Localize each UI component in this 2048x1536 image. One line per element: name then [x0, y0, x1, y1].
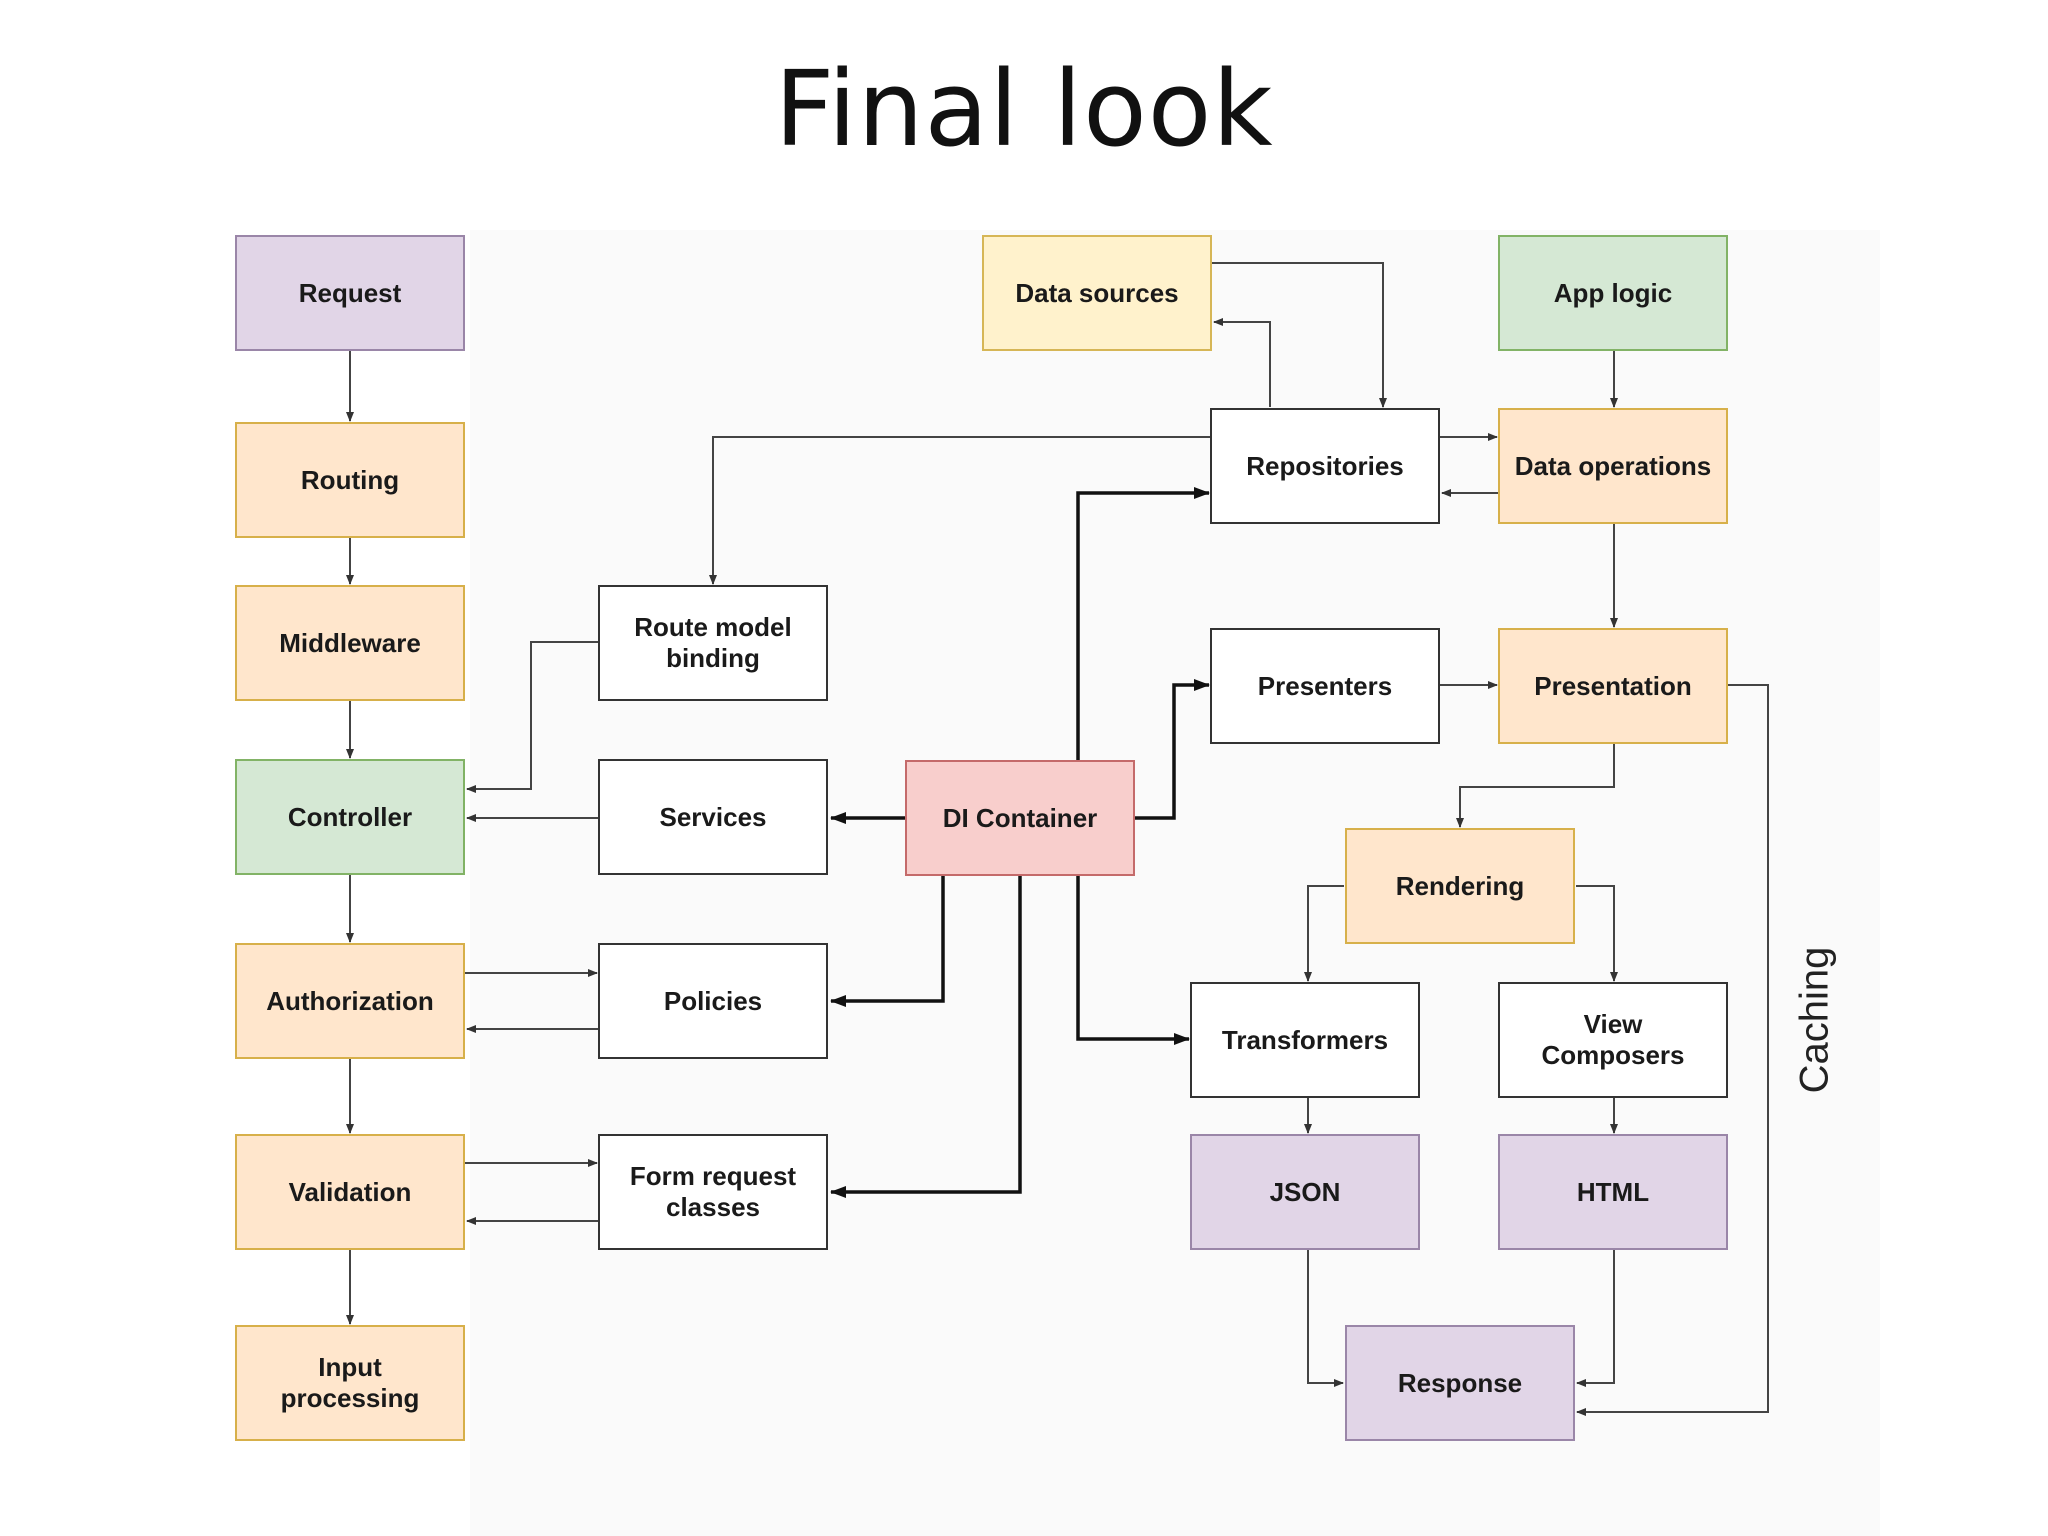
edge-repositories-datasources	[1213, 318, 1271, 407]
node-data-operations: Data operations	[1498, 408, 1728, 524]
edge-di-presenters	[1135, 679, 1210, 820]
node-view-composers: View Composers	[1498, 982, 1728, 1098]
node-middleware: Middleware	[235, 585, 465, 701]
node-form-request-classes: Form request classes	[598, 1134, 828, 1250]
node-repositories: Repositories	[1210, 408, 1440, 524]
edge-di-repositories	[1076, 487, 1210, 760]
node-presentation: Presentation	[1498, 628, 1728, 744]
node-controller: Controller	[235, 759, 465, 875]
edge-datasources-repositories	[1212, 262, 1387, 408]
edge-rendering-viewcomposers	[1576, 885, 1618, 982]
edge-html-response	[1576, 1249, 1615, 1387]
node-authorization: Authorization	[235, 943, 465, 1059]
edge-di-transformers	[1076, 876, 1190, 1045]
edge-binding-controller	[466, 641, 598, 793]
node-policies: Policies	[598, 943, 828, 1059]
caching-label: Caching	[1792, 946, 1837, 1094]
edge-json-response	[1307, 1249, 1344, 1387]
edge-caching	[1576, 684, 1769, 1416]
node-transformers: Transformers	[1190, 982, 1420, 1098]
node-services: Services	[598, 759, 828, 875]
node-di-container: DI Container	[905, 760, 1135, 876]
node-app-logic: App logic	[1498, 235, 1728, 351]
edge-repositories-binding	[709, 436, 1210, 585]
edge-rendering-transformers	[1304, 885, 1344, 982]
slide-title: Final look	[774, 48, 1274, 170]
edge-presentation-rendering	[1456, 743, 1615, 828]
node-html: HTML	[1498, 1134, 1728, 1250]
node-data-sources: Data sources	[982, 235, 1212, 351]
node-route-model-binding: Route model binding	[598, 585, 828, 701]
node-rendering: Rendering	[1345, 828, 1575, 944]
node-presenters: Presenters	[1210, 628, 1440, 744]
edge-di-policies	[830, 876, 945, 1007]
node-validation: Validation	[235, 1134, 465, 1250]
node-routing: Routing	[235, 422, 465, 538]
node-input-processing: Input processing	[235, 1325, 465, 1441]
node-json: JSON	[1190, 1134, 1420, 1250]
node-response: Response	[1345, 1325, 1575, 1441]
edge-di-formrequest	[830, 876, 1022, 1198]
node-request: Request	[235, 235, 465, 351]
